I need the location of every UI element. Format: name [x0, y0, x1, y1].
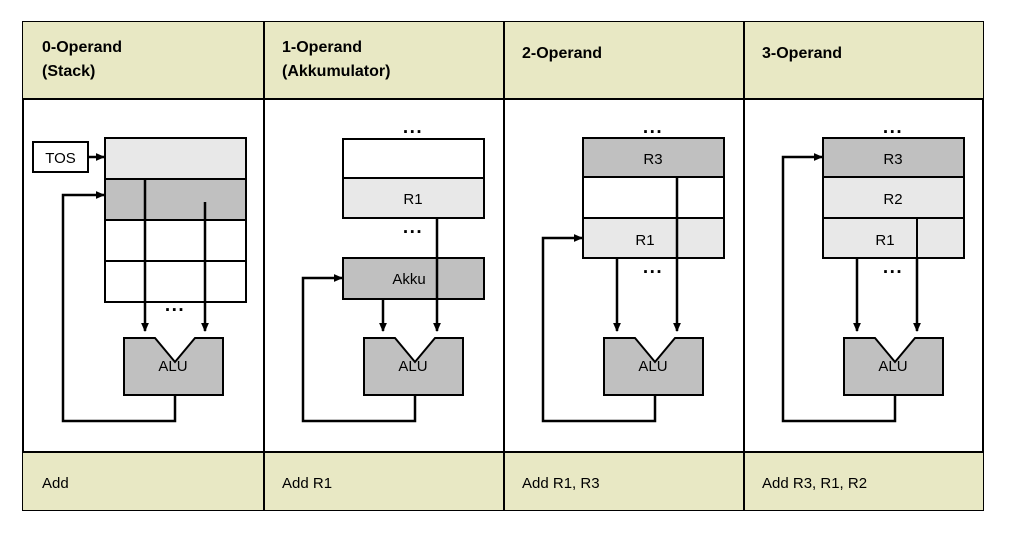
alu-feedback-path-1: [301, 274, 417, 423]
reg-row-r1-3: [822, 217, 965, 259]
stack-row-4: [104, 260, 247, 303]
alu-label-1: ALU: [398, 358, 427, 375]
alu-label-2: ALU: [638, 358, 667, 375]
instruction-3: Add R3, R1, R2: [762, 475, 867, 492]
column-header-0-sub: (Stack): [42, 63, 95, 80]
alu-label-0: ALU: [158, 358, 187, 375]
reg-label-r3-2: R3: [643, 151, 662, 168]
col-3-operand-figure: ... R3 R2 R1 ... ALU: [781, 117, 965, 423]
reg-label-r1-1: R1: [403, 191, 422, 208]
accumulator-label: Akku: [392, 271, 425, 288]
stack-row-operand: [104, 178, 247, 221]
instruction-2: Add R1, R3: [522, 475, 600, 492]
col-2-operand-figure: ... R3 R1 ... ALU: [541, 117, 725, 423]
ellipsis-below-regs-3: ...: [883, 257, 903, 278]
alu-feedback-path-0: [61, 191, 177, 423]
instruction-1: Add R1: [282, 475, 332, 492]
instruction-0: Add: [42, 475, 69, 492]
alu-feedback-path-3: [781, 153, 897, 423]
column-header-3: 3-Operand: [762, 45, 842, 62]
alu-shape-1: [363, 337, 464, 396]
ellipsis-above-regs-3: ...: [883, 117, 903, 138]
reg-label-r1-2: R1: [635, 232, 654, 249]
ellipsis-below-stack: ...: [165, 295, 185, 316]
tos-label: TOS: [45, 150, 76, 167]
column-header-0: 0-Operand: [42, 39, 122, 56]
reg-row-r1-2: [582, 217, 725, 259]
reg-label-r1-3: R1: [875, 232, 894, 249]
alu-feedback-path-2: [541, 234, 657, 423]
reg-label-r2-3: R2: [883, 191, 902, 208]
ellipsis-below-regs-2: ...: [643, 257, 663, 278]
alu-shape-2: [603, 337, 704, 396]
stack-row-tos: [104, 137, 247, 180]
reg-row-empty-1: [342, 138, 485, 179]
column-header-1: 1-Operand: [282, 39, 362, 56]
alu-label-3: ALU: [878, 358, 907, 375]
ellipsis-above-regs-1: ...: [403, 117, 423, 138]
column-header-1-sub: (Akkumulator): [282, 63, 390, 80]
ellipsis-below-regs-1: ...: [403, 217, 423, 238]
reg-row-r2-3: [822, 176, 965, 219]
col-1-operand-figure: ... R1 ... Akku ALU: [301, 117, 485, 423]
reg-row-r1-1: [342, 177, 485, 219]
col-0-operand-figure: ... TOS ALU: [32, 137, 247, 423]
column-header-2: 2-Operand: [522, 45, 602, 62]
accumulator-box: [342, 257, 485, 300]
alu-shape-0: [123, 337, 224, 396]
tos-pointer-box: [32, 141, 89, 173]
ellipsis-above-regs-2: ...: [643, 117, 663, 138]
stack-row-3: [104, 219, 247, 262]
alu-shape-3: [843, 337, 944, 396]
reg-row-empty-2: [582, 176, 725, 219]
reg-row-r3-3: [822, 137, 965, 178]
reg-label-r3-3: R3: [883, 151, 902, 168]
